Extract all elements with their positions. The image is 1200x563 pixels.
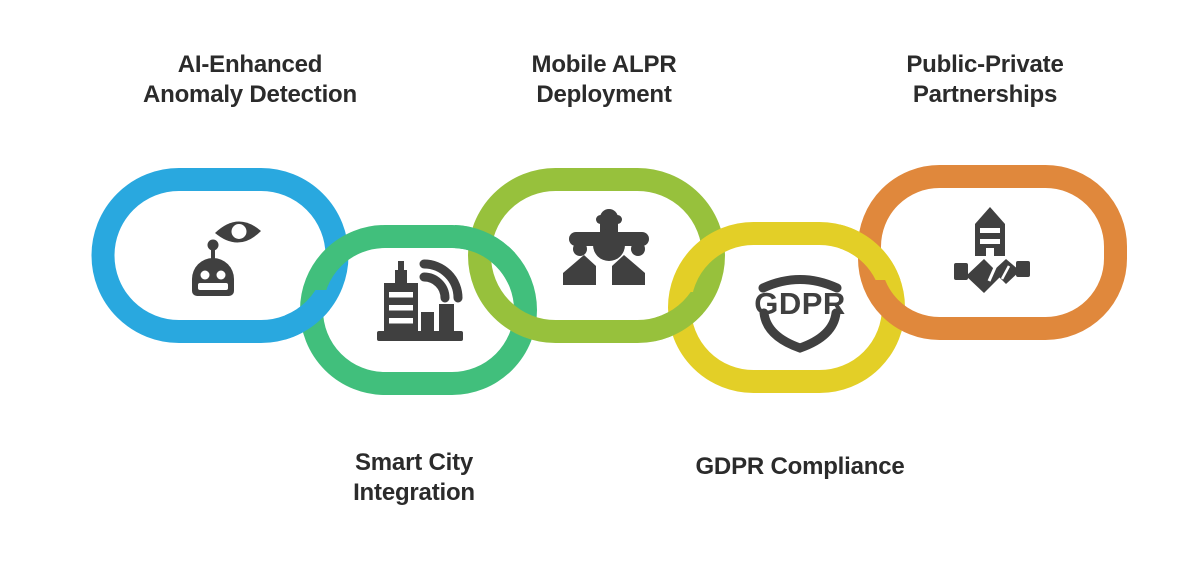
gdpr-shield-icon: GDPR — [754, 275, 846, 353]
label-gdpr-compliance: GDPR Compliance — [640, 452, 960, 482]
label-line: Public-Private — [906, 51, 1064, 78]
smart-city-icon — [377, 259, 463, 341]
label-line: Mobile ALPR — [531, 51, 677, 78]
label-mobile-alpr: Mobile ALPR Deployment — [464, 50, 744, 110]
label-line: Integration — [353, 479, 475, 506]
label-line: Smart City — [354, 449, 474, 476]
label-public-private: Public-Private Partnerships — [845, 50, 1125, 110]
label-line: Partnerships — [912, 81, 1058, 108]
robot-vision-icon — [192, 221, 261, 296]
label-line: AI-Enhanced — [177, 51, 323, 78]
label-line: Anomaly Detection — [143, 81, 357, 108]
label-smart-city: Smart City Integration — [274, 448, 554, 508]
gdpr-badge-text: GDPR — [754, 286, 846, 321]
label-ai-anomaly: AI-Enhanced Anomaly Detection — [110, 50, 390, 110]
label-line: Deployment — [536, 81, 672, 108]
label-line: GDPR Compliance — [695, 453, 905, 480]
airplane-icon — [563, 209, 649, 285]
building-handshake-icon — [954, 207, 1030, 293]
